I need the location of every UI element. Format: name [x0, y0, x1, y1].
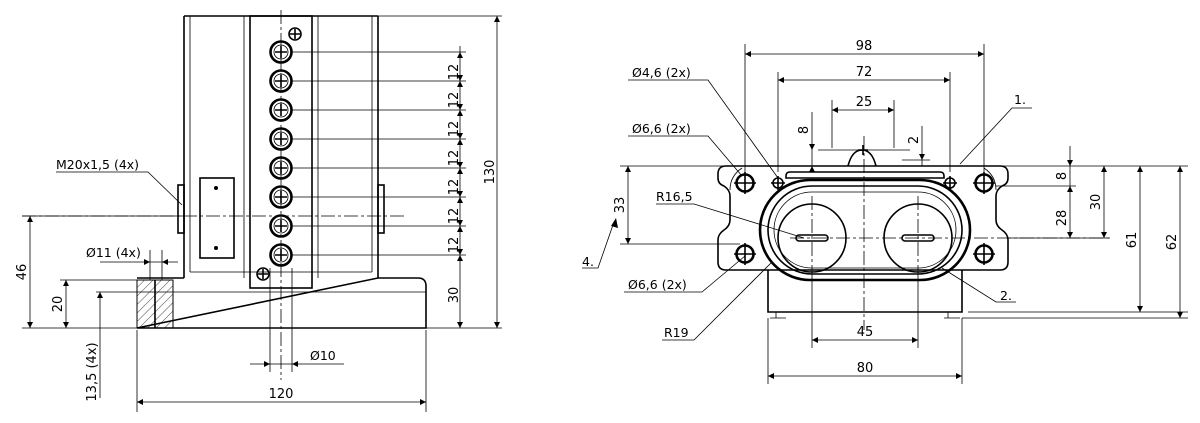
top-view: 98 72 25 8 2 8 28 30 61 62 33 45 80 Ø4,6… [582, 39, 1188, 384]
dim-pitch-4: 12 [447, 150, 462, 167]
dim-right-30: 30 [1089, 194, 1104, 211]
label-hole-6-6-top: Ø6,6 (2x) [632, 121, 691, 136]
callout-4: 4. [582, 254, 594, 269]
callout-2: 2. [1000, 288, 1012, 303]
dim-pitch-6: 12 [447, 208, 462, 225]
label-radius-19: R19 [664, 325, 689, 340]
dim-right-28: 28 [1055, 210, 1070, 227]
dim-side-130: 130 [483, 160, 498, 185]
label-radius-16-5: R16,5 [656, 189, 693, 204]
dim-side-46: 46 [15, 264, 30, 281]
plunger-stack [269, 40, 293, 267]
label-hole-6-6-bottom: Ø6,6 (2x) [628, 277, 687, 292]
dim-left-33: 33 [613, 197, 628, 214]
dim-right-8: 8 [1055, 172, 1070, 180]
dim-side-120: 120 [269, 387, 294, 402]
dim-top-98: 98 [856, 39, 873, 54]
dim-pitch-5: 12 [447, 179, 462, 196]
dim-top-2: 2 [907, 136, 922, 144]
dim-pitch-2: 12 [447, 92, 462, 109]
dim-pitch-7: 12 [447, 237, 462, 254]
dim-pitch-1: 12 [447, 64, 462, 81]
dim-side-20: 20 [51, 296, 66, 313]
dim-top-25: 25 [856, 95, 873, 110]
dim-right-62: 62 [1165, 234, 1180, 251]
label-plunger-10: Ø10 [310, 348, 336, 363]
label-hole-11: Ø11 (4x) [86, 245, 141, 260]
dim-bottom-80: 80 [857, 361, 874, 376]
dim-side-13-5: 13,5 (4x) [85, 342, 100, 401]
dim-pitch-3: 12 [447, 121, 462, 138]
dim-top-72: 72 [856, 65, 873, 80]
label-m20-thread: M20x1,5 (4x) [56, 157, 139, 172]
label-hole-4-6: Ø4,6 (2x) [632, 65, 691, 80]
dim-top-8: 8 [797, 126, 812, 134]
callout-1: 1. [1014, 92, 1026, 107]
dim-right-61: 61 [1125, 232, 1140, 249]
dim-side-30: 30 [447, 287, 462, 304]
dim-bottom-45: 45 [857, 325, 874, 340]
side-view: 12 12 12 12 12 12 12 30 130 46 20 13,5 (… [15, 10, 502, 412]
